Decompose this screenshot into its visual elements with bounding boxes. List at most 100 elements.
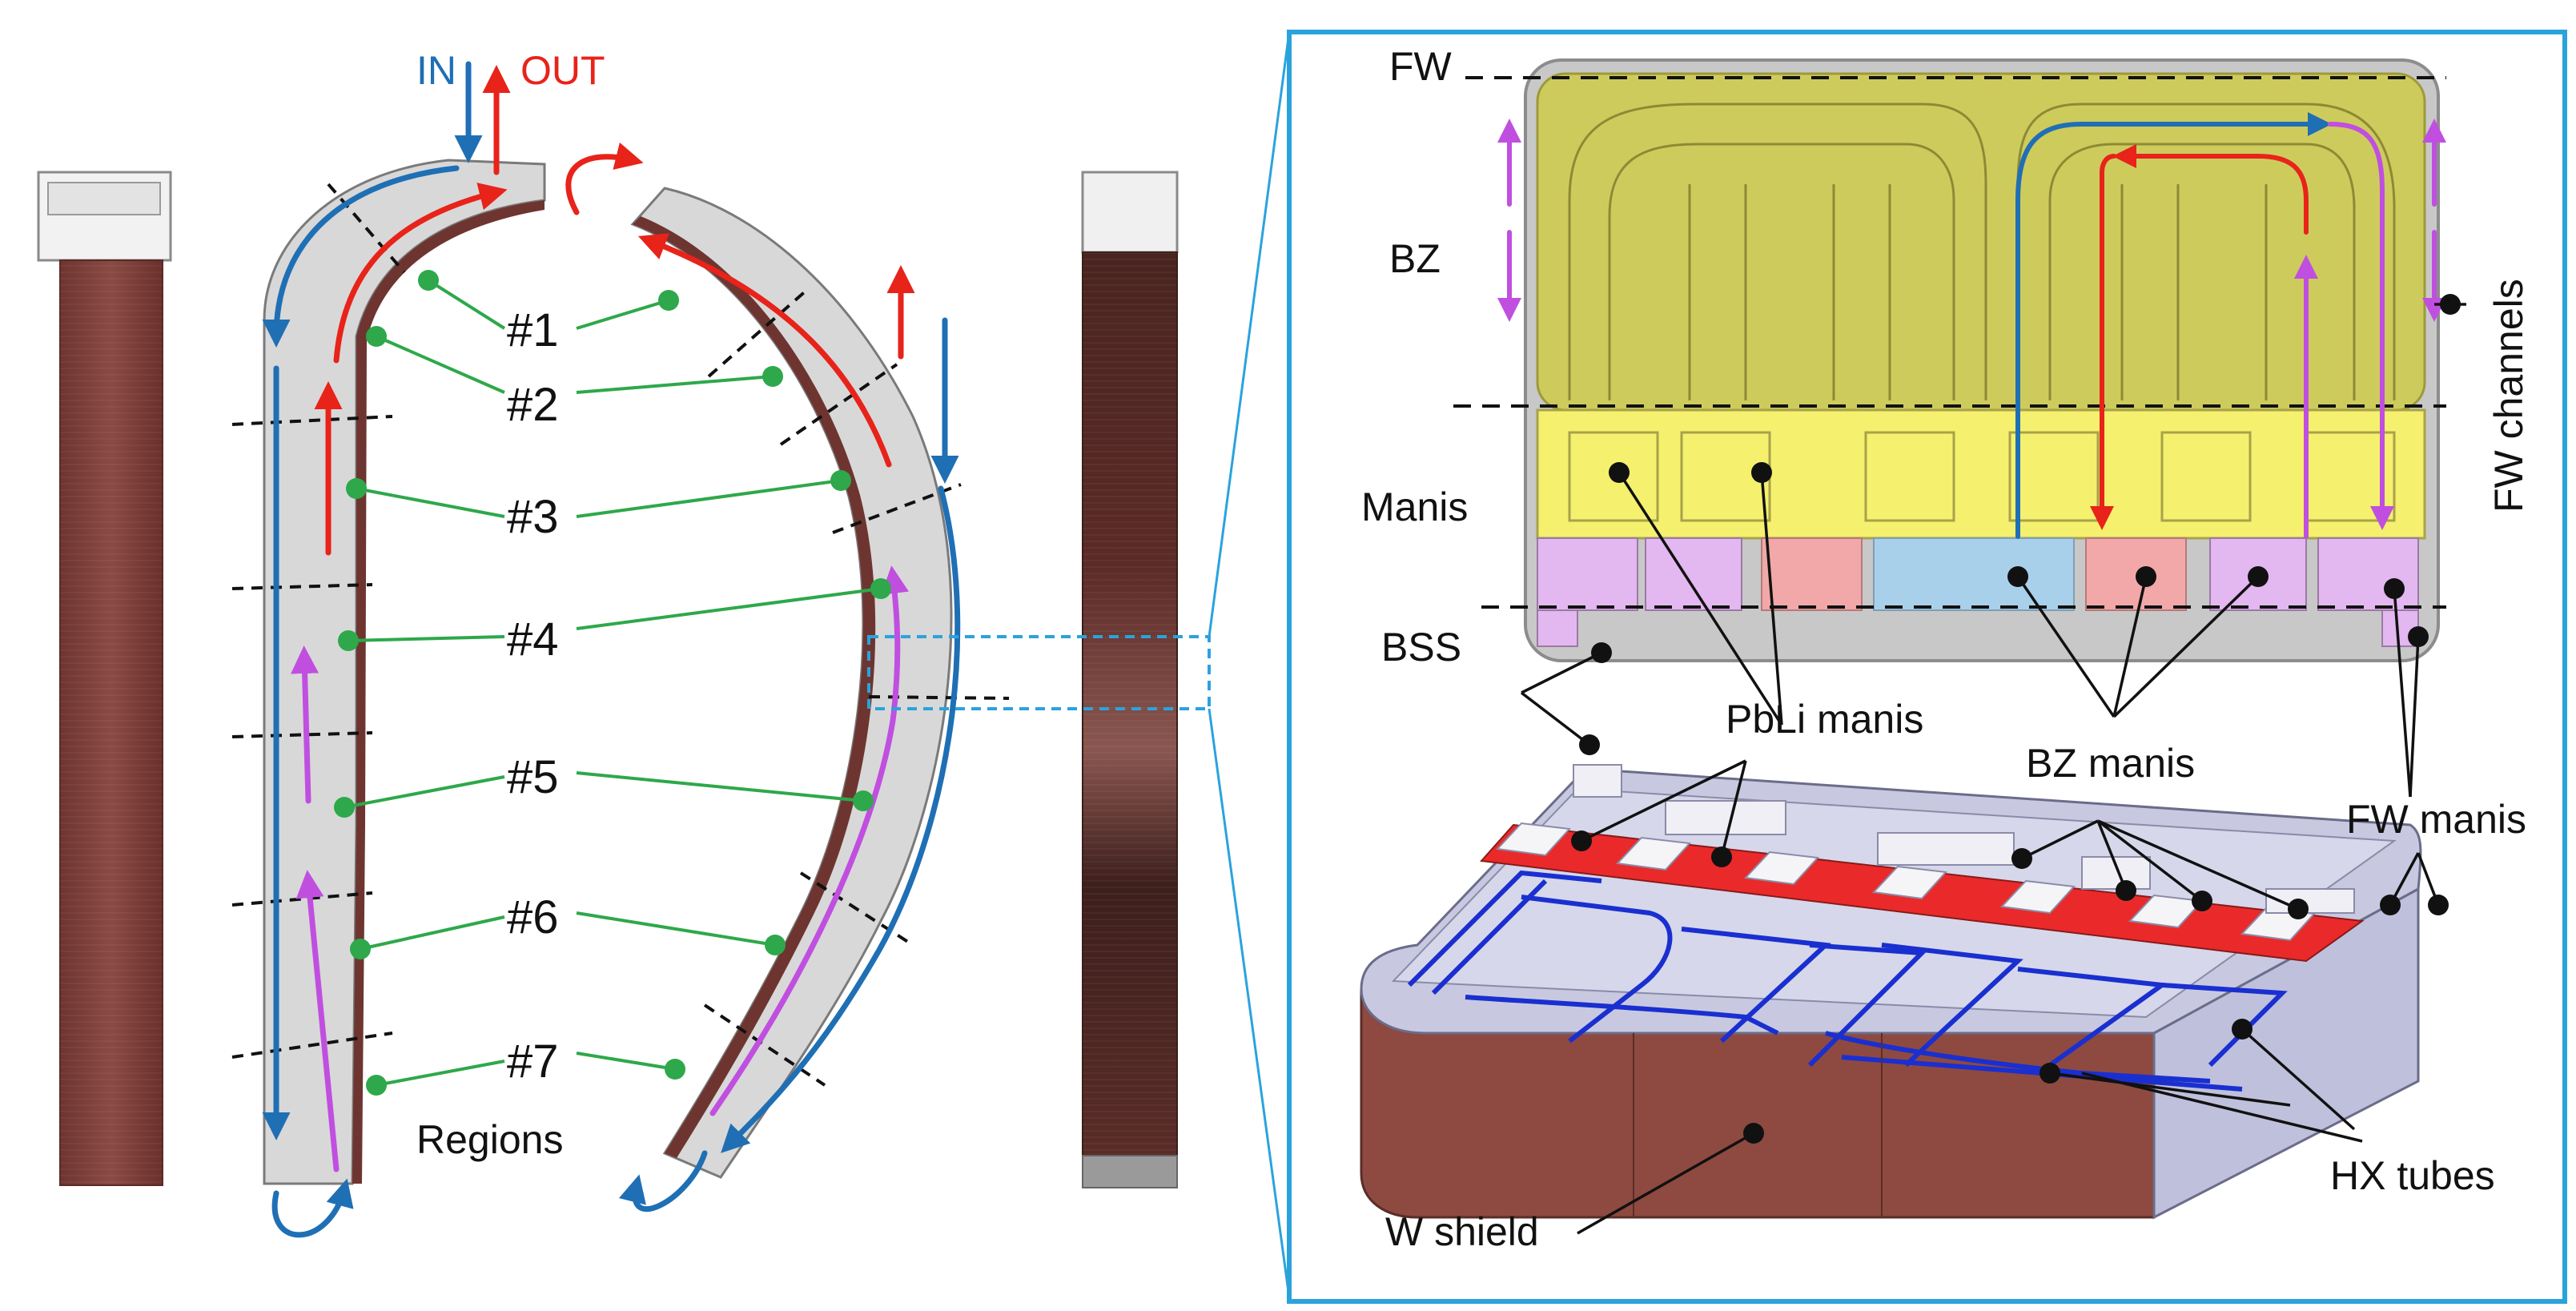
point-6-in: [350, 939, 371, 959]
leader-w-shield: [1577, 1132, 1754, 1235]
divider-outboard-4: [868, 695, 1010, 700]
leader-bss: [1521, 651, 1602, 694]
divider-inboard-1: [327, 183, 406, 274]
outboard-blanket: [630, 187, 953, 1179]
bz-manifold-1: [1645, 537, 1742, 611]
leader-fw-2: [2409, 636, 2420, 798]
divider-inboard-6: [231, 1032, 393, 1059]
leader-bz-4: [2021, 819, 2099, 860]
leader-3-out: [576, 479, 842, 518]
divider-inboard-3: [231, 583, 373, 590]
region-label-3: #3: [507, 491, 559, 543]
divider-inboard-2: [231, 415, 393, 426]
divider-outboard-1: [707, 287, 810, 378]
right-column-cap: [1081, 171, 1179, 254]
inboard-blue-top: [262, 165, 460, 348]
fw-channels-label: FW channels: [2486, 279, 2531, 513]
section-red-down: [2090, 154, 2116, 530]
inboard-shield-layer: [352, 200, 545, 1184]
leader-2-out: [576, 375, 774, 394]
region-leaders: [344, 279, 882, 1087]
section-blue-flow: [2015, 112, 2332, 539]
region-labels: #1 #2 #3 #4 #5 #6 #7: [507, 304, 559, 1088]
point-7-out: [665, 1059, 685, 1080]
w-shield-segments: [1633, 1033, 1883, 1217]
pbli-manis-label: PbLi manis: [1726, 697, 1923, 742]
flow-arrows: [262, 61, 961, 1238]
bz-channels: [1568, 103, 2396, 400]
point-1-out: [658, 290, 679, 311]
manifold-white-blocks: [1495, 822, 2317, 942]
right-column-texture: [1083, 252, 1177, 1156]
fw-manifold-left: [1537, 537, 1638, 611]
leader-6-out: [576, 911, 776, 947]
leader-bz-5: [2096, 820, 2128, 891]
leader-7-out: [576, 1052, 676, 1071]
point-6-out: [765, 935, 786, 955]
bz-manifold-3: [1873, 537, 2075, 611]
out-label: OUT: [520, 48, 605, 93]
module-3d: [1360, 764, 2422, 1220]
regions-title: Regions: [416, 1117, 563, 1162]
point-4-out: [870, 578, 891, 599]
manis-label: Manis: [1361, 485, 1468, 529]
section-flow: [1497, 112, 2446, 539]
leader-1-in: [427, 279, 506, 330]
left-column-cap-detail: [47, 182, 161, 215]
inboard-blue-turn: [271, 1178, 354, 1238]
detail-leaders: [1520, 303, 2466, 1235]
in-label: IN: [416, 48, 456, 93]
leader-pbli-1: [1618, 472, 1783, 726]
bz-label: BZ: [1389, 236, 1441, 281]
outboard-red-main: [637, 233, 892, 468]
divider-outboard-5: [799, 871, 914, 947]
leader-hx-3: [2081, 1072, 2363, 1143]
bz-manifold-2: [1761, 537, 1863, 611]
leader-pbli-4: [1720, 760, 1747, 858]
bss-label: BSS: [1381, 625, 1461, 670]
cross-section: [1453, 58, 2446, 662]
leader-3-in: [356, 487, 505, 518]
outboard-red-loop: [565, 142, 644, 215]
leader-bz-6: [2096, 819, 2204, 903]
divider-inboard-5: [231, 891, 373, 907]
section-purple-down: [2328, 122, 2394, 530]
outboard-blue-main: [721, 485, 961, 1153]
fw-label: FW: [1389, 44, 1453, 89]
leader-bz-2: [2112, 576, 2148, 718]
hx-tubes-label: HX tubes: [2330, 1153, 2495, 1198]
divider-outboard-6: [703, 1003, 826, 1087]
leader-7-in: [376, 1060, 505, 1087]
fw-manis-label: FW manis: [2346, 797, 2526, 842]
point-5-in: [334, 797, 355, 818]
fw-manifold-left-lower: [1537, 609, 1578, 647]
leader-5-out: [576, 771, 864, 802]
leader-5-in: [344, 775, 505, 809]
point-1-in: [418, 270, 439, 291]
divider-outboard-2: [779, 363, 898, 446]
leader-hx-2: [2240, 1027, 2356, 1131]
divider-inboard-4: [231, 731, 373, 738]
detail-dots: [1571, 294, 2461, 1144]
leader-1-out: [576, 299, 669, 330]
left-blanket-column: [37, 171, 172, 1186]
point-4-in: [338, 630, 359, 651]
zoom-connector-top: [1208, 31, 1291, 637]
leader-2-in: [376, 335, 505, 394]
left-column-texture: [60, 260, 163, 1185]
right-blanket-column: [1081, 171, 1179, 1188]
section-dividers: [1453, 76, 2446, 609]
divider-outboard-3: [832, 483, 962, 534]
point-7-in: [366, 1075, 387, 1096]
outboard-purple-main: [709, 565, 909, 1116]
leader-pbli-3: [1581, 759, 1746, 842]
region-label-2: #2: [507, 379, 559, 431]
point-2-out: [762, 366, 783, 387]
section-red-top: [2112, 144, 2309, 235]
region-label-6: #6: [507, 891, 559, 943]
right-column-base: [1082, 1155, 1178, 1188]
region-label-4: #4: [507, 613, 559, 666]
inboard-red-upper: [333, 183, 508, 364]
region-dividers: [231, 183, 1010, 1087]
